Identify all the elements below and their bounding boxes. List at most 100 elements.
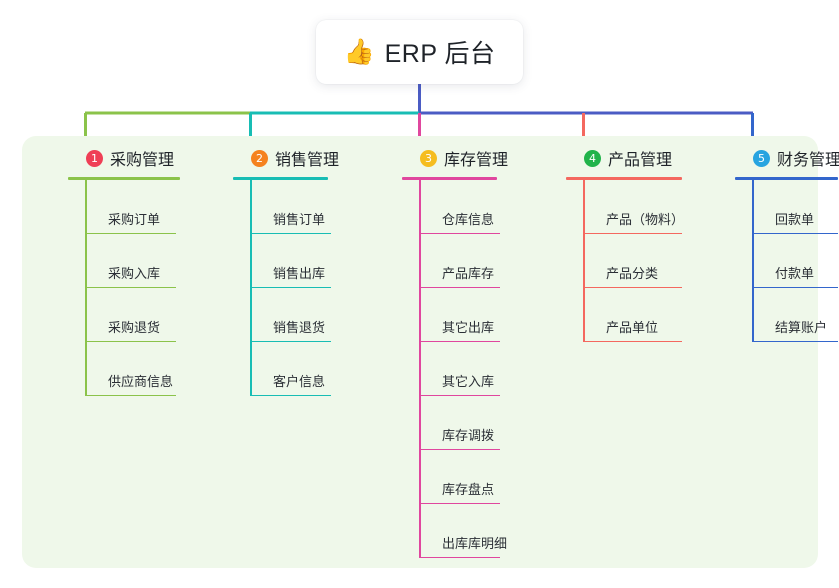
leaf-item-label: 销售退货 (273, 320, 326, 335)
leaf-item-label: 库存盘点 (442, 482, 495, 497)
leaf-item[interactable]: 产品单位 (584, 288, 682, 342)
leaf-item[interactable]: 仓库信息 (420, 180, 508, 234)
branch-header-2[interactable]: 2 销售管理 (233, 146, 339, 170)
leaf-item-rule (420, 502, 500, 504)
leaf-item-label: 其它入库 (442, 374, 495, 389)
branch-body-4: 产品（物料） 产品分类产品单位 (566, 180, 685, 342)
leaf-item-rule (420, 286, 500, 288)
leaf-item-rule (584, 340, 682, 342)
branch-badge-5: 5 (753, 149, 770, 167)
leaf-item-rule (584, 232, 682, 234)
leaf-item-label: 供应商信息 (108, 374, 174, 389)
leaf-item[interactable]: 销售退货 (251, 288, 339, 342)
leaf-item[interactable]: 付款单 (753, 234, 839, 288)
leaf-item-label: 仓库信息 (442, 212, 495, 227)
branch-rule-1 (68, 177, 180, 180)
branch-header-5[interactable]: 5 财务管理 (735, 146, 839, 170)
leaf-item[interactable]: 结算账户 (753, 288, 839, 342)
leaf-item-rule (86, 394, 176, 396)
leaf-item-rule (420, 340, 500, 342)
root-node[interactable]: 👍 ERP 后台 (316, 20, 523, 84)
leaf-item-label: 客户信息 (273, 374, 326, 389)
branch-badge-3: 3 (420, 149, 437, 167)
branch-body-3: 仓库信息产品库存其它出库其它入库库存调拨库存盘点出库库明细 (402, 180, 508, 558)
branch-spine-2 (250, 180, 252, 396)
thumbs-up-icon: 👍 (343, 37, 375, 66)
branch-column-2: 2 销售管理销售订单销售出库销售退货客户信息 (233, 146, 339, 396)
branch-rule-4 (566, 177, 682, 180)
leaf-item-label: 产品分类 (606, 266, 659, 281)
leaf-item[interactable]: 采购入库 (86, 234, 180, 288)
branch-spine-4 (583, 180, 585, 342)
branch-body-1: 采购订单采购入库采购退货供应商信息 (68, 180, 180, 396)
branch-badge-1: 1 (86, 149, 103, 167)
leaf-item-label: 付款单 (775, 266, 815, 281)
leaf-item-rule (753, 232, 838, 234)
branch-title-1: 采购管理 (110, 152, 175, 169)
leaf-item-label: 其它出库 (442, 320, 495, 335)
leaf-item-rule (251, 394, 331, 396)
branch-badge-4: 4 (584, 149, 601, 167)
leaf-item-label: 库存调拨 (442, 428, 495, 443)
leaf-item[interactable]: 库存盘点 (420, 450, 508, 504)
leaf-item-label: 销售出库 (273, 266, 326, 281)
leaf-item-rule (251, 286, 331, 288)
leaf-item[interactable]: 回款单 (753, 180, 839, 234)
leaf-item-rule (584, 286, 682, 288)
leaf-item-label: 销售订单 (273, 212, 326, 227)
branch-title-2: 销售管理 (275, 152, 340, 169)
leaf-item[interactable]: 产品库存 (420, 234, 508, 288)
leaf-item[interactable]: 其它出库 (420, 288, 508, 342)
leaf-item-label: 出库库明细 (442, 536, 508, 551)
branch-column-3: 3 库存管理仓库信息产品库存其它出库其它入库库存调拨库存盘点出库库明细 (402, 146, 508, 558)
leaf-item[interactable]: 销售订单 (251, 180, 339, 234)
branch-rule-2 (233, 177, 328, 180)
leaf-item[interactable]: 采购订单 (86, 180, 180, 234)
branch-badge-2: 2 (251, 149, 268, 167)
leaf-item[interactable]: 出库库明细 (420, 504, 508, 558)
leaf-item-rule (753, 340, 838, 342)
branch-title-5: 财务管理 (777, 152, 839, 169)
branch-body-2: 销售订单销售出库销售退货客户信息 (233, 180, 339, 396)
branch-column-5: 5 财务管理回款单付款单结算账户 (735, 146, 839, 342)
branch-header-3[interactable]: 3 库存管理 (402, 146, 508, 170)
leaf-item-rule (420, 448, 500, 450)
leaf-item[interactable]: 客户信息 (251, 342, 339, 396)
leaf-item-label: 产品（物料） (606, 212, 685, 227)
leaf-item-label: 产品库存 (442, 266, 495, 281)
branch-rule-5 (735, 177, 838, 180)
leaf-item-rule (420, 556, 500, 558)
leaf-item-label: 采购入库 (108, 266, 161, 281)
leaf-item[interactable]: 采购退货 (86, 288, 180, 342)
leaf-item-rule (420, 232, 500, 234)
leaf-item-rule (251, 232, 331, 234)
leaf-item-label: 回款单 (775, 212, 815, 227)
leaf-item[interactable]: 产品分类 (584, 234, 682, 288)
leaf-item[interactable]: 库存调拨 (420, 396, 508, 450)
branch-column-1: 1 采购管理采购订单采购入库采购退货供应商信息 (68, 146, 180, 396)
leaf-item[interactable]: 产品（物料） (584, 180, 685, 234)
leaf-item-label: 产品单位 (606, 320, 659, 335)
leaf-item[interactable]: 其它入库 (420, 342, 508, 396)
leaf-item-rule (420, 394, 500, 396)
branch-title-4: 产品管理 (608, 152, 673, 169)
leaf-item-label: 结算账户 (775, 320, 828, 335)
branch-header-1[interactable]: 1 采购管理 (68, 146, 180, 170)
branch-body-5: 回款单付款单结算账户 (735, 180, 839, 342)
leaf-item-rule (251, 340, 331, 342)
leaf-item-rule (753, 286, 838, 288)
leaf-item[interactable]: 供应商信息 (86, 342, 180, 396)
branch-header-4[interactable]: 4 产品管理 (566, 146, 682, 170)
branch-title-3: 库存管理 (444, 152, 509, 169)
leaf-item[interactable]: 销售出库 (251, 234, 339, 288)
leaf-item-rule (86, 340, 176, 342)
branch-spine-1 (85, 180, 87, 396)
branch-column-4: 4 产品管理产品（物料） 产品分类产品单位 (566, 146, 685, 342)
branch-rule-3 (402, 177, 497, 180)
branch-spine-5 (752, 180, 754, 342)
root-title: ERP 后台 (384, 40, 496, 68)
branch-spine-3 (419, 180, 421, 558)
leaf-item-label: 采购退货 (108, 320, 161, 335)
leaf-item-rule (86, 286, 176, 288)
leaf-item-rule (86, 232, 176, 234)
